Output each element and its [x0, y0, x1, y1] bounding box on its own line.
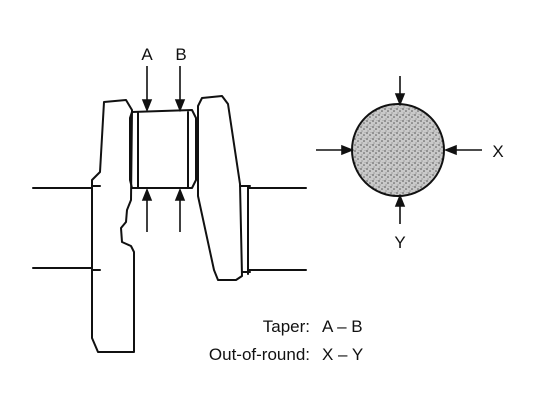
label-b: B [175, 45, 186, 64]
arrow-b-top-head [174, 99, 186, 113]
arrow-top-head [394, 93, 406, 107]
label-a: A [141, 45, 153, 64]
crankpin-journal [129, 109, 197, 189]
taper-label: Taper: [263, 317, 310, 336]
label-y: Y [394, 233, 405, 252]
taper-value: A – B [322, 317, 363, 336]
journal-cross-section [351, 103, 445, 197]
arrow-right-head [443, 144, 457, 156]
arrow-bottom-head [394, 193, 406, 207]
crankshaft-side-view [32, 95, 307, 353]
arrow-left-head [341, 144, 355, 156]
measurement-legend: Taper: A – B Out-of-round: X – Y [209, 317, 363, 364]
label-x: X [492, 142, 503, 161]
crankpin-measurement-arrows [141, 66, 186, 232]
arrow-a-bottom-head [141, 187, 153, 201]
out-of-round-value: X – Y [322, 345, 363, 364]
arrow-b-bottom-head [174, 187, 186, 201]
out-of-round-label: Out-of-round: [209, 345, 310, 364]
right-crank-web [197, 95, 243, 281]
cross-section-measurement-arrows [316, 76, 482, 224]
left-crank-web [91, 99, 135, 353]
arrow-a-top-head [141, 99, 153, 113]
